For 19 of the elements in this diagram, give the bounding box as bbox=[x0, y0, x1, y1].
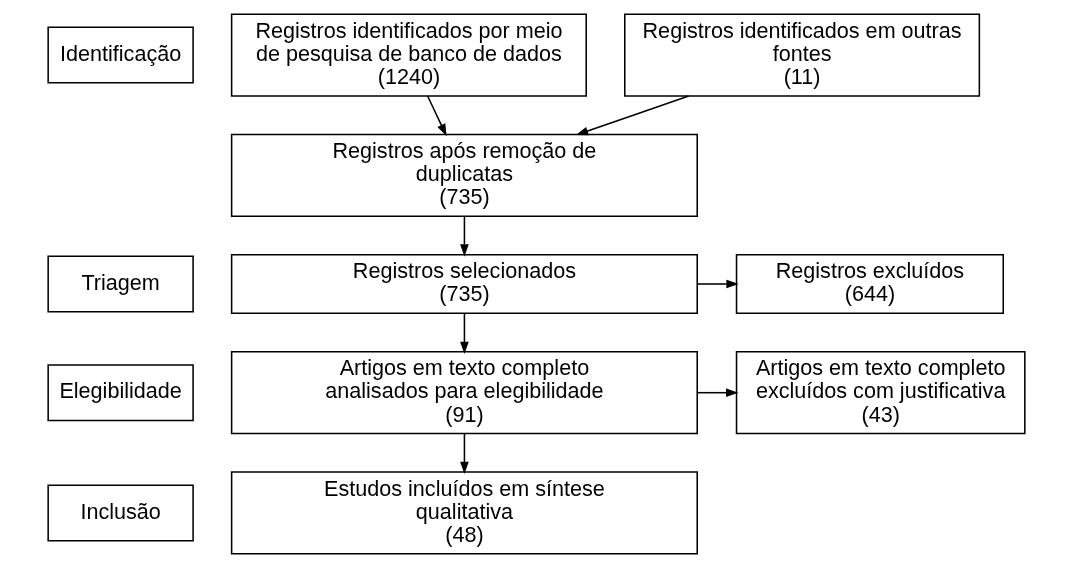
node-box: Artigos em texto completo excluídos com justificativa (43) bbox=[735, 351, 1026, 435]
arrow bbox=[426, 95, 447, 137]
node-box: Triagem bbox=[47, 255, 194, 313]
arrow bbox=[575, 95, 690, 136]
node-box: Registros identificados em outras fontes (11) bbox=[624, 13, 981, 97]
node-box: Artigos em texto completo analisados para elegibilidade (91) bbox=[230, 351, 698, 435]
node-box: Estudos incluídos em síntese qualitativa (48) bbox=[230, 471, 698, 555]
arrow bbox=[696, 388, 739, 397]
arrow bbox=[460, 313, 469, 354]
node-box: Registros identificados por meio de pesquisa de banco de dados (1240) bbox=[230, 13, 587, 97]
arrow bbox=[460, 215, 469, 257]
node-box: Elegibilidade bbox=[47, 364, 194, 422]
node-box: Identificação bbox=[47, 26, 194, 84]
node-box: Inclusão bbox=[47, 484, 194, 542]
node-box: Registros selecionados (735) bbox=[230, 253, 698, 315]
arrow bbox=[460, 433, 469, 475]
arrow bbox=[696, 279, 739, 289]
node-box: Registros excluídos (644) bbox=[735, 253, 1004, 315]
node-box: Registros após remoção de duplicatas (735) bbox=[230, 133, 698, 217]
